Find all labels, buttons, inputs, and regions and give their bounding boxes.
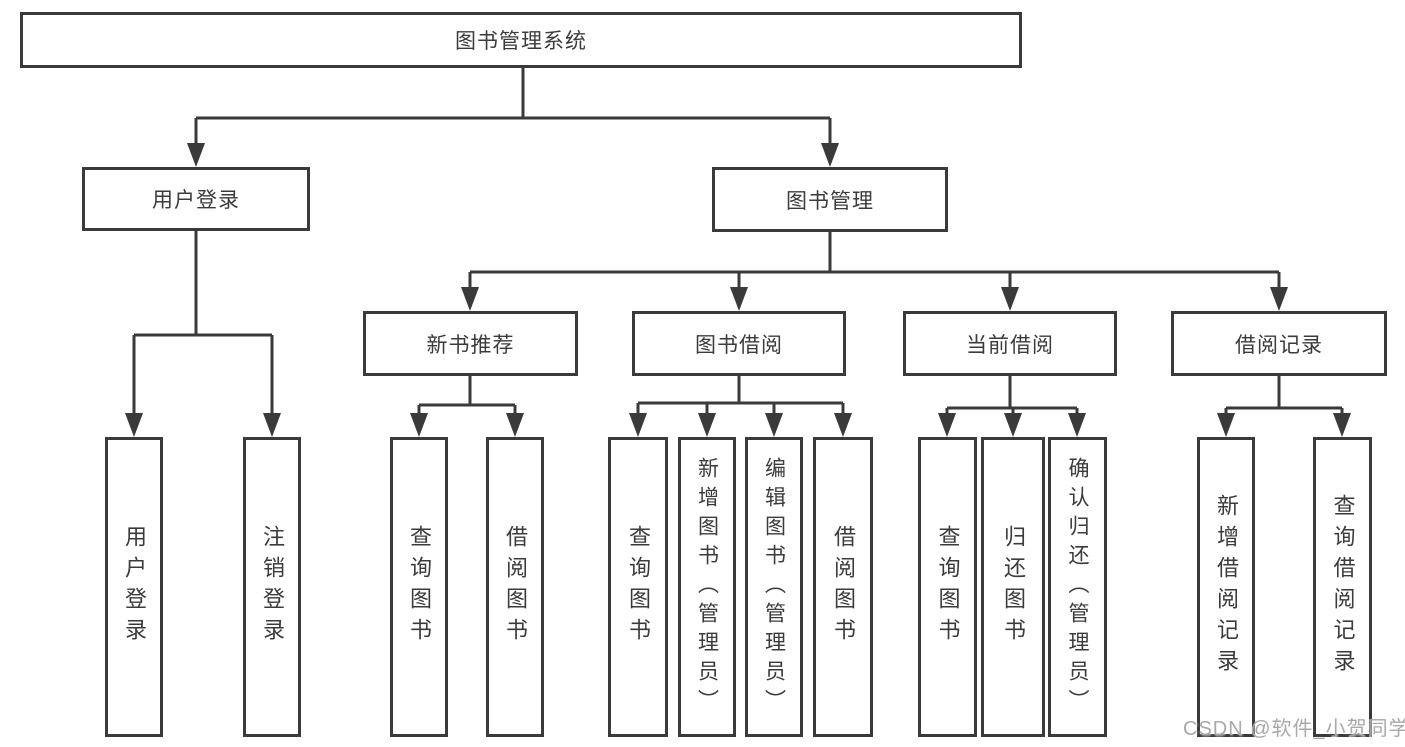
leaf-newbook-query-books-label: 查询图书	[407, 525, 432, 649]
node-book-borrow-label: 图书借阅	[695, 333, 783, 357]
node-new-book-recommend-label: 新书推荐	[426, 333, 515, 357]
leaf-newbook-borrow-books-label: 借阅图书	[503, 525, 528, 649]
node-book-management: 图书管理	[712, 167, 948, 232]
node-root: 图书管理系统	[20, 12, 1022, 68]
leaf-edit-books-admin-label: 编辑图书（管理员）	[762, 456, 786, 718]
node-book-borrow: 图书借阅	[632, 311, 846, 376]
leaf-confirm-return-admin: 确认归还（管理员）	[1048, 437, 1107, 737]
leaf-return-books-label: 归还图书	[1001, 525, 1026, 649]
leaf-edit-books-admin: 编辑图书（管理员）	[745, 437, 803, 737]
leaf-return-books: 归还图书	[981, 437, 1045, 737]
connector-login-children	[125, 231, 281, 437]
leaf-add-borrow-record: 新增借阅记录	[1197, 437, 1255, 737]
node-root-label: 图书管理系统	[455, 30, 587, 53]
node-borrow-records: 借阅记录	[1171, 311, 1387, 376]
leaf-borrow-query-books: 查询图书	[608, 437, 668, 737]
leaf-query-borrow-record: 查询借阅记录	[1313, 437, 1372, 737]
leaf-newbook-borrow-books: 借阅图书	[486, 437, 544, 737]
leaf-query-borrow-record-label: 查询借阅记录	[1330, 494, 1356, 680]
node-current-borrow-label: 当前借阅	[966, 333, 1054, 357]
connector-management-to-level2	[461, 232, 1288, 311]
connector-records-children	[1217, 376, 1351, 437]
leaf-user-login-label: 用户登录	[122, 525, 147, 649]
leaf-borrow-query-books-label: 查询图书	[626, 525, 651, 649]
connector-newbook-children	[410, 376, 524, 437]
leaf-current-query-books-label: 查询图书	[935, 525, 961, 649]
csdn-watermark: CSDN @软件_小贺同学	[1183, 718, 1405, 740]
connector-root-to-level1	[187, 68, 839, 167]
leaf-current-query-books: 查询图书	[918, 437, 977, 737]
node-new-book-recommend: 新书推荐	[363, 311, 578, 376]
leaf-newbook-query-books: 查询图书	[390, 437, 448, 737]
leaf-add-borrow-record-label: 新增借阅记录	[1214, 494, 1239, 680]
node-borrow-records-label: 借阅记录	[1235, 333, 1323, 357]
node-user-login-label: 用户登录	[152, 189, 240, 212]
leaf-add-books-admin-label: 新增图书（管理员）	[695, 456, 719, 718]
connector-current-children	[938, 376, 1086, 437]
leaf-user-login: 用户登录	[105, 437, 163, 737]
connector-borrow-children	[629, 376, 852, 437]
leaf-add-books-admin: 新增图书（管理员）	[678, 437, 736, 737]
leaf-borrow-books-label: 借阅图书	[831, 525, 856, 649]
node-user-login: 用户登录	[82, 167, 310, 231]
leaf-logout: 注销登录	[243, 437, 301, 737]
leaf-logout-label: 注销登录	[260, 525, 285, 649]
node-book-management-label: 图书管理	[786, 189, 874, 213]
node-current-borrow: 当前借阅	[903, 311, 1117, 376]
leaf-borrow-books: 借阅图书	[813, 437, 873, 737]
leaf-confirm-return-admin-label: 确认归还（管理员）	[1066, 456, 1089, 718]
